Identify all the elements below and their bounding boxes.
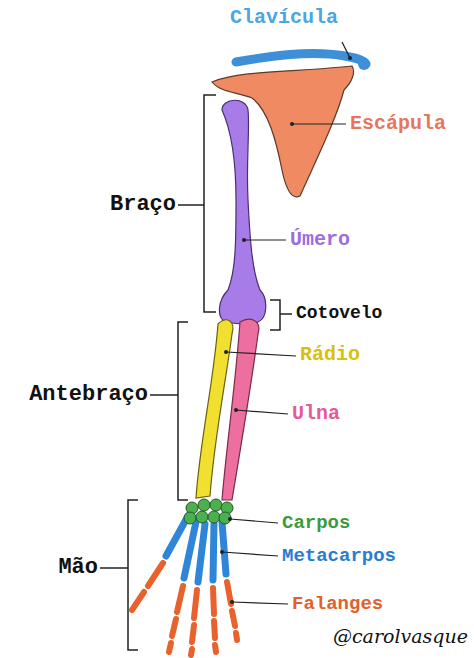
bone-label: Úmero	[290, 229, 350, 251]
clavicle-end	[358, 58, 370, 70]
bone-label: Carpos	[282, 513, 350, 534]
region-label: Cotovelo	[296, 304, 382, 324]
bone-label: Metacarpos	[282, 546, 396, 567]
radius-bone	[196, 320, 233, 498]
carpal-bones	[184, 499, 233, 524]
bone-label: Clavícula	[230, 7, 338, 29]
region-label: Mão	[58, 556, 98, 580]
bone-label: Rádio	[300, 344, 360, 366]
region-label: Antebraço	[29, 383, 148, 407]
bone-label: Ulna	[292, 403, 340, 425]
leader-dots	[220, 56, 352, 604]
watermark: @carolvasque	[333, 626, 468, 647]
region-label: Braço	[110, 193, 176, 217]
clavicle-bone	[236, 54, 366, 64]
phalanx-bones	[132, 563, 237, 655]
metacarpal-bones	[166, 516, 226, 582]
bone-label: Escápula	[350, 113, 446, 135]
bone-label: Falanges	[292, 594, 383, 615]
humerus-bone	[219, 100, 265, 324]
region-brackets	[100, 95, 292, 650]
